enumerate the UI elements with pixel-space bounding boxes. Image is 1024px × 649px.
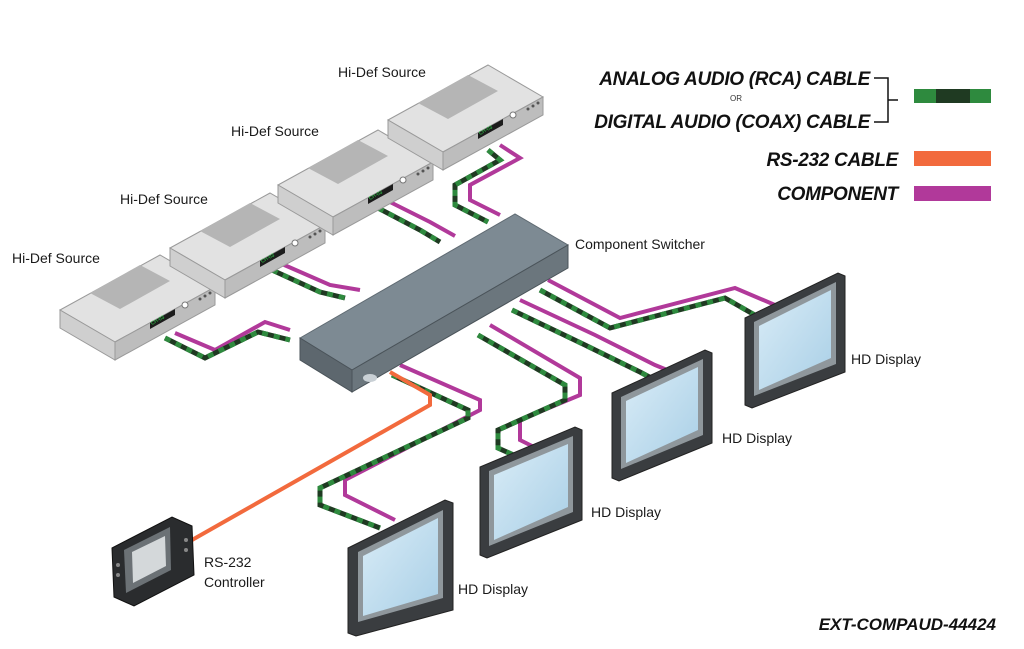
- display-label-1: HD Display: [458, 581, 528, 597]
- audio-cable-display-3: [510, 307, 657, 383]
- audio-cable-display-4: [538, 287, 762, 331]
- audio-cable-source-3: [376, 205, 442, 245]
- switcher-logo-icon: [363, 374, 377, 382]
- display-label-2: HD Display: [591, 504, 661, 520]
- legend-analog-audio-label: ANALOG AUDIO (RCA) CABLE: [598, 69, 871, 90]
- model-number: EXT-COMPAUD-44424: [819, 615, 997, 634]
- controller-label-line1: RS-232: [204, 554, 252, 570]
- hd-display-4: [744, 272, 846, 409]
- legend: ANALOG AUDIO (RCA) CABLE OR DIGITAL AUDI…: [594, 69, 991, 205]
- component-cable-source-1: [174, 319, 291, 353]
- source-label-3: Hi-Def Source: [231, 123, 319, 139]
- component-switcher: [299, 213, 569, 393]
- component-cable-source-3: [389, 200, 456, 238]
- component-cable-display-4: [547, 278, 776, 321]
- legend-rs232-label: RS-232 CABLE: [766, 150, 899, 171]
- component-cable-display-3: [519, 298, 673, 374]
- legend-or-label: OR: [730, 94, 742, 103]
- source-label-1: Hi-Def Source: [12, 250, 100, 266]
- rs232-controller: [111, 516, 195, 607]
- legend-component-label: COMPONENT: [777, 184, 899, 205]
- audio-cable-display-1: [317, 372, 471, 531]
- component-cable-source-4: [468, 143, 524, 217]
- display-label-4: HD Display: [851, 351, 921, 367]
- rs232-cable: [191, 370, 432, 542]
- hd-display-3: [611, 349, 713, 482]
- legend-bracket: [874, 77, 898, 123]
- cables: [163, 143, 776, 542]
- display-label-3: HD Display: [722, 430, 792, 446]
- legend-component-swatch: [914, 186, 991, 201]
- legend-audio-swatch: [914, 89, 991, 103]
- legend-rs232-swatch: [914, 151, 991, 166]
- audio-cable-display-2: [476, 332, 568, 461]
- source-label-2: Hi-Def Source: [120, 191, 208, 207]
- hi-def-source-3: CH-03: [276, 129, 435, 236]
- hi-def-source-1: CH-03: [58, 254, 217, 361]
- legend-digital-audio-label: DIGITAL AUDIO (COAX) CABLE: [594, 112, 871, 133]
- audio-cable-source-4: [452, 148, 505, 225]
- hi-def-source-4: CH-03: [386, 64, 545, 171]
- source-label-4: Hi-Def Source: [338, 64, 426, 80]
- component-cable-source-2: [281, 262, 361, 292]
- hd-display-2: [479, 426, 583, 559]
- audio-cable-source-1: [163, 329, 291, 361]
- hi-def-source-2: CH-03: [168, 192, 327, 299]
- controller-label-line2: Controller: [204, 574, 265, 590]
- switcher-label: Component Switcher: [575, 236, 705, 252]
- hd-display-1: [347, 499, 454, 637]
- audio-cable-source-2: [270, 267, 346, 301]
